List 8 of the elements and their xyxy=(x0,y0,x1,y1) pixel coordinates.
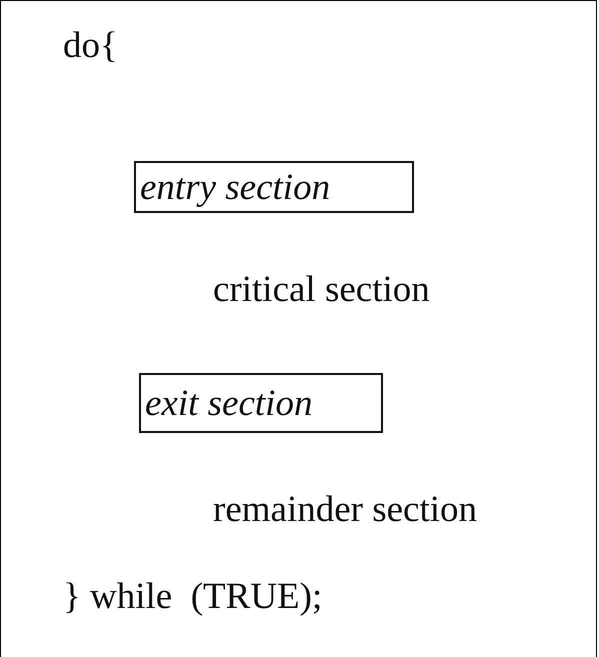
section-label: exit section xyxy=(145,384,312,422)
code-line: } while (TRUE); xyxy=(63,578,322,615)
code-line: do{ xyxy=(63,27,118,64)
section-box xyxy=(134,161,414,213)
code-line: critical section xyxy=(213,271,430,308)
section-box xyxy=(139,373,383,433)
section-label: entry section xyxy=(140,168,330,206)
code-line: remainder section xyxy=(213,491,478,528)
